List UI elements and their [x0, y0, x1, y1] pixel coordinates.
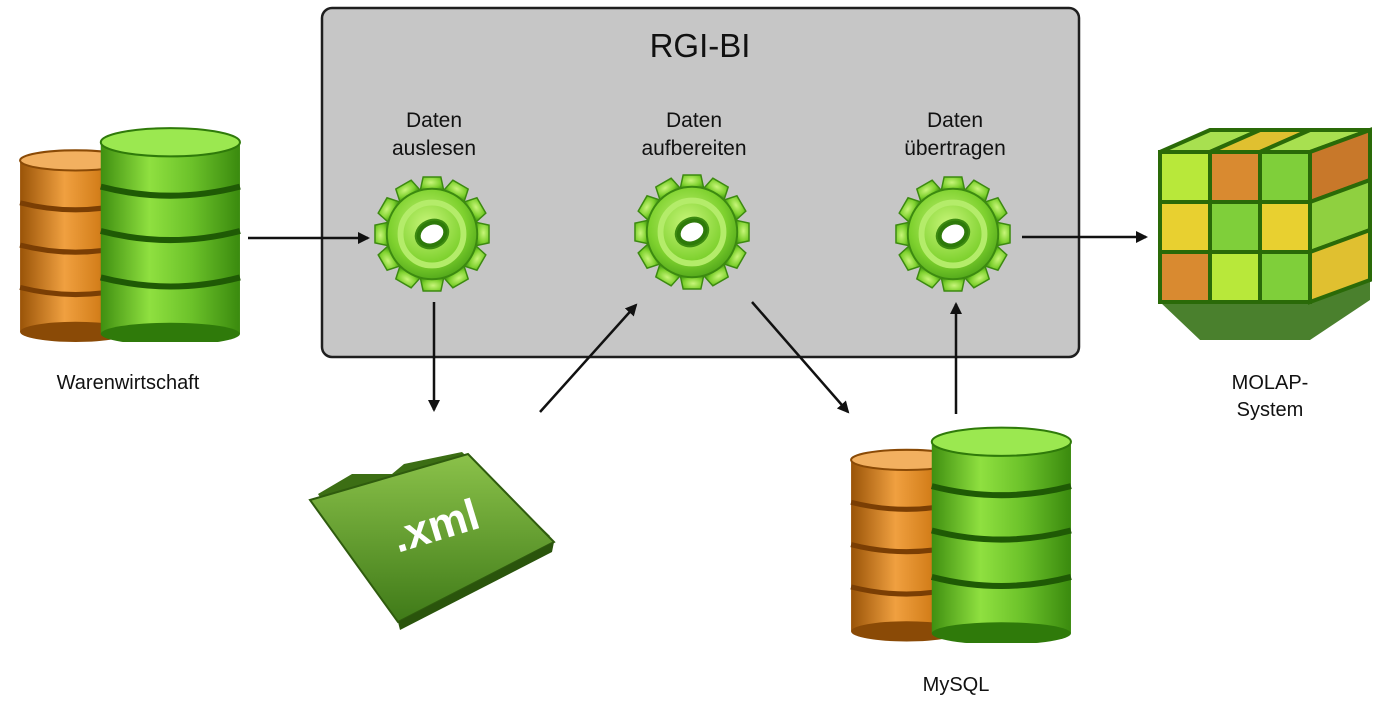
flow-arrows: [248, 231, 1148, 414]
database-icon: [20, 128, 240, 345]
source-label: Warenwirtschaft: [56, 372, 200, 394]
step-label-read: Daten auslesen: [391, 109, 477, 160]
database-icon: [851, 428, 1071, 645]
process-title: RGI-BI: [649, 27, 751, 64]
arrow-xml-to-prepare: [539, 303, 638, 413]
arrow-prepare-to-mysql: [751, 301, 850, 414]
step-label-prepare: Daten aufbereiten: [641, 109, 747, 160]
olap-cube-icon: [1158, 127, 1372, 340]
step-label-transfer: Daten übertragen: [904, 109, 1006, 160]
xml-folder-icon: .xml: [308, 452, 556, 630]
mysql-label: MySQL: [922, 674, 990, 696]
target-label: MOLAP- System: [1231, 372, 1309, 421]
